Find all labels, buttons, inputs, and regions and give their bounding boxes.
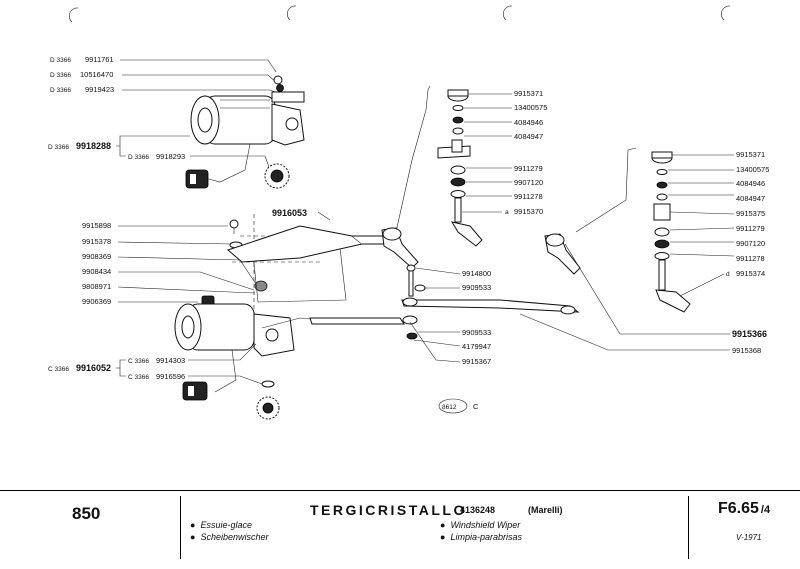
assembly-part-number: 4136248 <box>460 505 496 515</box>
wiper-linkage-rod-lower <box>309 264 580 340</box>
svg-text:C 3366: C 3366 <box>48 366 69 373</box>
labels-right-bottom: 9915366 9915368 <box>732 329 767 355</box>
svg-text:9916596: 9916596 <box>156 372 185 381</box>
svg-text:9915371: 9915371 <box>736 150 765 159</box>
page-title: TERGICRISTALLO <box>310 502 467 518</box>
svg-text:9911278: 9911278 <box>736 254 765 263</box>
svg-text:D 3366: D 3366 <box>128 154 149 161</box>
svg-text:9908369: 9908369 <box>82 252 111 261</box>
svg-text:4084947: 4084947 <box>736 194 765 203</box>
svg-text:9911278: 9911278 <box>514 192 543 201</box>
model-number: 850 <box>72 504 101 523</box>
svg-text:9909533: 9909533 <box>462 283 491 292</box>
title-block-divider <box>180 496 181 559</box>
wiper-motor-c <box>174 303 321 420</box>
svg-text:9914303: 9914303 <box>156 356 185 365</box>
svg-text:d: d <box>726 271 730 278</box>
svg-text:C 3366: C 3366 <box>128 358 149 365</box>
svg-text:C: C <box>473 402 479 411</box>
svg-text:D 3366: D 3366 <box>50 87 71 94</box>
svg-text:4179947: 4179947 <box>462 342 491 351</box>
svg-text:a: a <box>505 209 509 216</box>
svg-text:9907120: 9907120 <box>736 239 765 248</box>
labels-right: 9915371 13400575 4084946 4084947 9915375… <box>726 150 769 278</box>
svg-text:9914800: 9914800 <box>462 269 491 278</box>
svg-text:8612: 8612 <box>442 404 457 411</box>
svg-text:13400575: 13400575 <box>514 103 547 112</box>
assembly-d-label: D 3366 9918288 D 3366 9918293 <box>48 141 185 161</box>
svg-text:9911279: 9911279 <box>736 224 765 233</box>
svg-text:9915367: 9915367 <box>462 357 491 366</box>
title-block-rule <box>0 490 800 491</box>
svg-text:4084946: 4084946 <box>514 118 543 127</box>
svg-text:9908434: 9908434 <box>82 267 111 276</box>
label-left-top-1: D 3366 10516470 <box>50 70 113 79</box>
label-left-top-2: D 3366 9919423 <box>50 85 114 94</box>
wiper-linkage-rod-upper <box>227 225 393 263</box>
lang-english: ●Windshield Wiper <box>440 520 521 530</box>
sheet-code: F6.65/4 <box>718 500 771 517</box>
svg-text:9915375: 9915375 <box>736 209 765 218</box>
labels-center-bottom: 9914800 9909533 9909533 4179947 9915367 <box>462 269 491 366</box>
svg-text:9915898: 9915898 <box>82 221 111 230</box>
svg-text:9915366: 9915366 <box>732 329 767 339</box>
right-pivot-stack <box>544 151 691 313</box>
svg-text:9919423: 9919423 <box>85 85 114 94</box>
svg-text:13400575: 13400575 <box>736 165 769 174</box>
svg-text:9915374: 9915374 <box>736 269 765 278</box>
wiper-motor-d <box>185 75 305 189</box>
linkage-label: 9916053 <box>272 208 307 218</box>
lang-german: ●Scheibenwischer <box>190 532 269 542</box>
svg-text:9808971: 9808971 <box>82 282 111 291</box>
svg-text:D 3366: D 3366 <box>48 144 69 151</box>
svg-text:9915368: 9915368 <box>732 346 761 355</box>
lang-french: ●Essuie-glace <box>190 520 252 530</box>
svg-text:9916053: 9916053 <box>272 208 307 218</box>
label-left-top-0: D 3366 9911761 <box>50 55 114 64</box>
svg-text:9915370: 9915370 <box>514 207 543 216</box>
revision-date: V-1971 <box>736 533 762 542</box>
binder-hole-marks <box>68 5 731 23</box>
svg-text:9909533: 9909533 <box>462 328 491 337</box>
labels-left-mid: 9915898 9915378 9908369 9908434 9808971 … <box>82 221 111 306</box>
svg-text:9907120: 9907120 <box>514 178 543 187</box>
svg-text:4084946: 4084946 <box>736 179 765 188</box>
labels-center-top: 9915371 13400575 4084946 4084947 9911279… <box>505 89 547 216</box>
lang-spanish: ●Limpia-parabrisas <box>440 532 522 542</box>
svg-text:9918288: 9918288 <box>76 141 111 151</box>
svg-text:9915371: 9915371 <box>514 89 543 98</box>
title-block-divider <box>688 496 689 559</box>
exploded-view-diagram: D 3366 9911761 D 3366 10516470 D 3366 99… <box>48 5 769 420</box>
svg-text:9906369: 9906369 <box>82 297 111 306</box>
assembly-c-label: C 3366 9916052 C 3366 9914303 C 3366 991… <box>48 356 185 381</box>
center-pivot-stack <box>381 89 483 269</box>
svg-text:4084947: 4084947 <box>514 132 543 141</box>
svg-text:9916052: 9916052 <box>76 363 111 373</box>
svg-text:10516470: 10516470 <box>80 70 113 79</box>
svg-text:9911761: 9911761 <box>85 55 114 64</box>
svg-text:9918293: 9918293 <box>156 152 185 161</box>
title-block: 850 TERGICRISTALLO 4136248 (Marelli) ●Es… <box>0 490 800 569</box>
svg-text:9915378: 9915378 <box>82 237 111 246</box>
svg-text:C 3366: C 3366 <box>128 374 149 381</box>
figure-reference: 8612 C <box>438 398 479 414</box>
svg-text:D 3366: D 3366 <box>50 72 71 79</box>
svg-text:D 3366: D 3366 <box>50 57 71 64</box>
manufacturer: (Marelli) <box>528 505 563 515</box>
svg-text:9911279: 9911279 <box>514 164 543 173</box>
